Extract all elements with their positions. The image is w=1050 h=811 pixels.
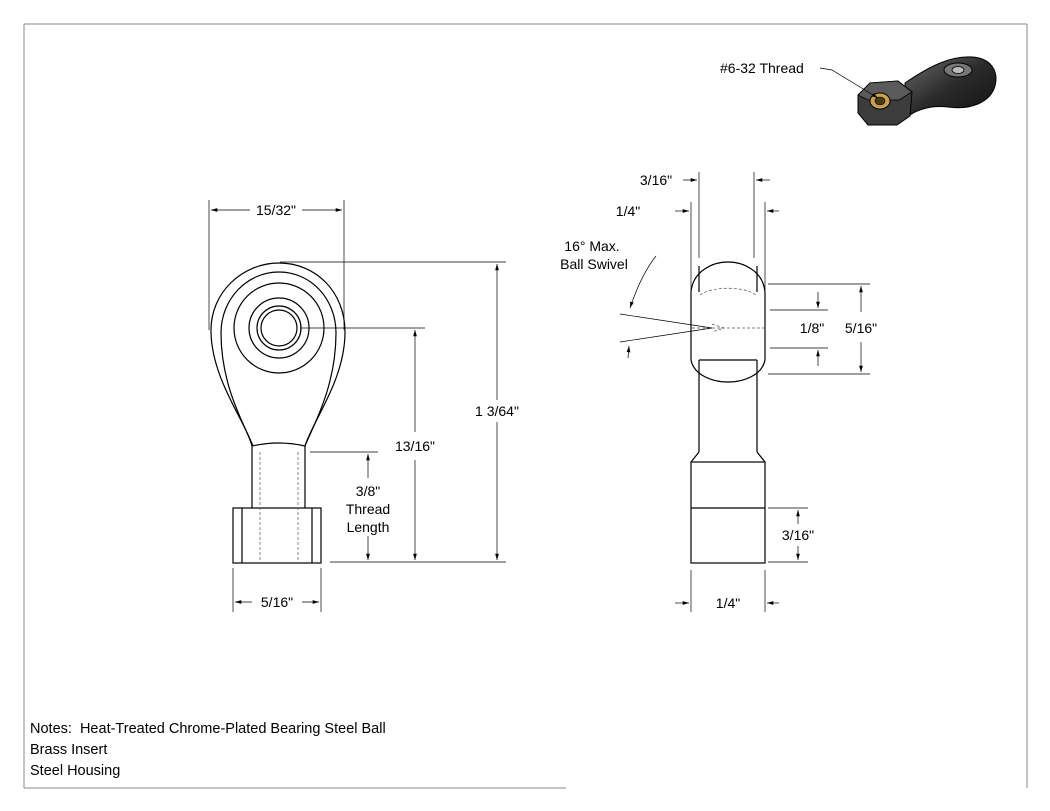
side-hex-width-label: 1/4" <box>716 595 740 611</box>
front-view-dimensions <box>208 200 506 612</box>
rod-end-isometric-image <box>857 56 997 126</box>
front-width-label: 15/32" <box>256 202 296 218</box>
notes-line-1: Notes: Heat-Treated Chrome-Plated Bearin… <box>30 721 386 737</box>
thread-length-label-1: 3/8" <box>356 483 380 499</box>
thread-callout-label: #6-32 Thread <box>720 60 804 76</box>
swivel-label-2: Ball Swivel <box>560 256 628 272</box>
thread-callout-leader <box>819 67 879 99</box>
notes-line-2: Brass Insert <box>30 742 107 758</box>
center-length-label: 13/16" <box>395 438 435 454</box>
side-view-dimensions <box>619 172 870 612</box>
front-view <box>210 262 346 564</box>
front-hex-width-label: 5/16" <box>261 594 293 610</box>
notes-line-3: Steel Housing <box>30 763 120 779</box>
bore-label: 1/8" <box>800 320 824 336</box>
ball-height-label: 5/16" <box>845 320 877 336</box>
side-outer-width-label: 1/4" <box>616 203 640 219</box>
thread-length-label-3: Length <box>347 519 390 535</box>
thread-length-label-2: Thread <box>346 501 390 517</box>
overall-length-label: 1 3/64" <box>475 403 519 419</box>
side-view <box>690 261 766 564</box>
hex-height-label: 3/16" <box>782 527 814 543</box>
ball-width-label: 3/16" <box>640 172 672 188</box>
sheet-border <box>23 23 1028 789</box>
swivel-label-1: 16° Max. <box>564 238 619 254</box>
